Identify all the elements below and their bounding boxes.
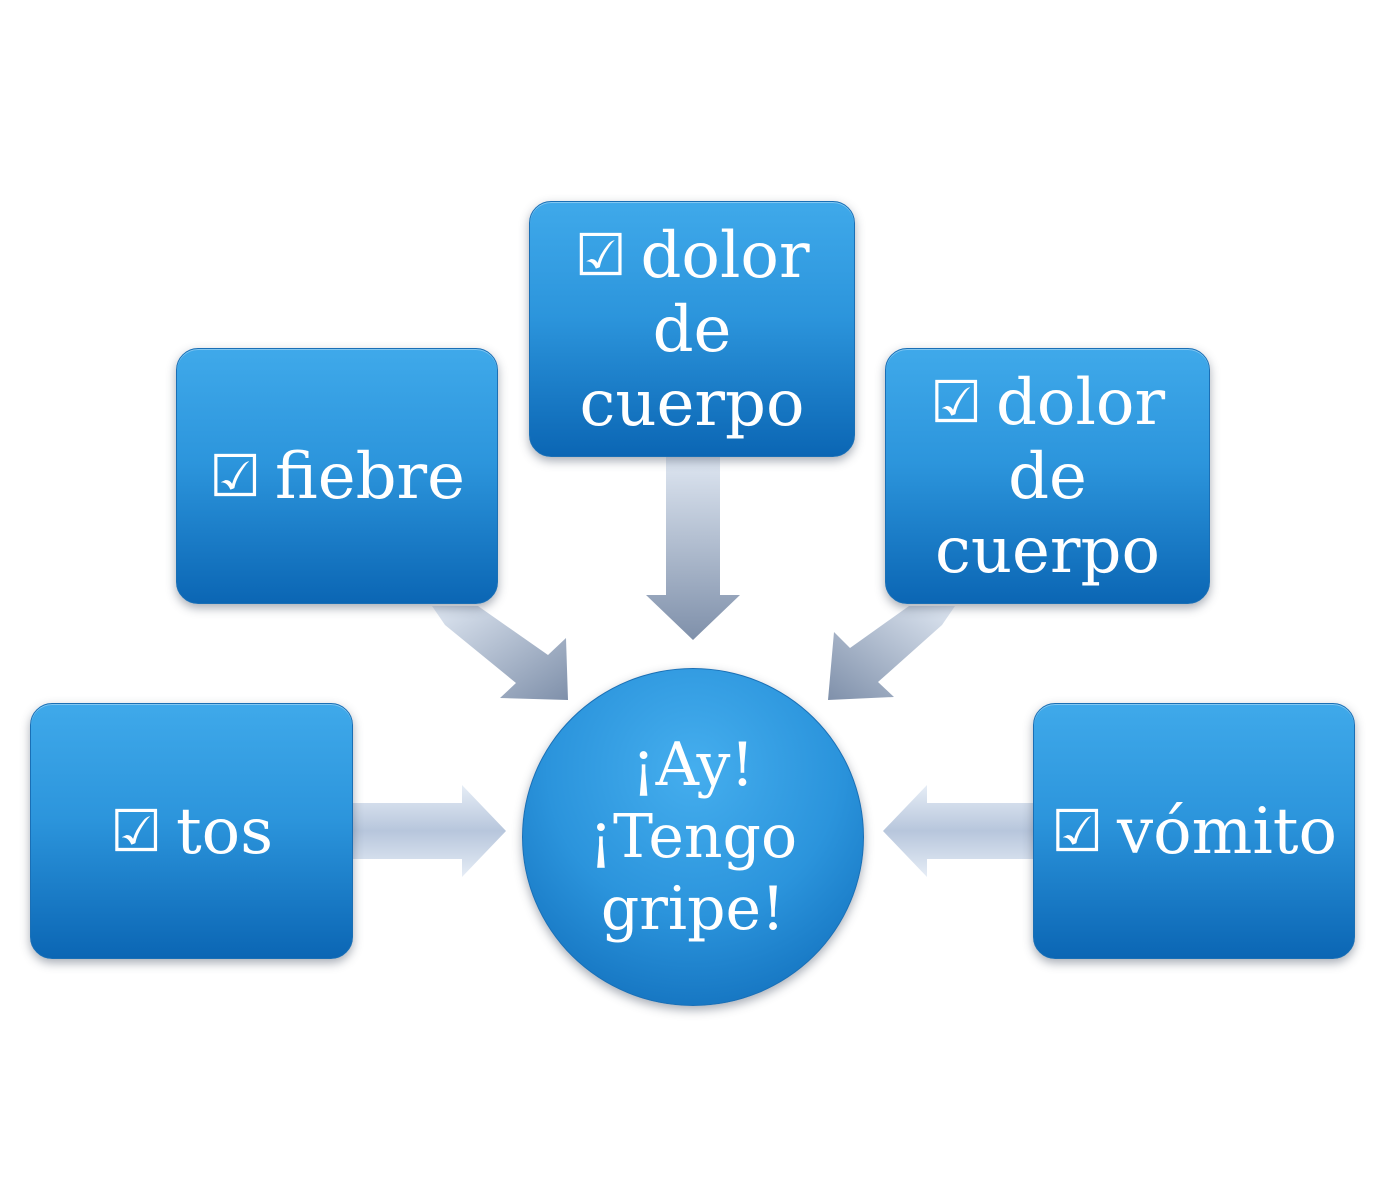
arrow-right-icon	[352, 785, 506, 877]
arrow-diagonal-right-icon	[828, 606, 955, 700]
symptom-label: dolor de cuerpo	[934, 365, 1166, 588]
center-circle: ¡Ay! ¡Tengo gripe!	[522, 668, 864, 1006]
symptom-label: tos	[175, 794, 274, 869]
arrow-left-icon	[883, 785, 1033, 877]
checkbox-checked-icon: ☑	[209, 441, 261, 510]
center-text: ¡Ay! ¡Tengo gripe!	[588, 730, 798, 944]
symptom-box-fiebre: ☑fiebre	[176, 348, 498, 604]
arrow-down-icon	[646, 455, 740, 640]
checkbox-checked-icon: ☑	[574, 220, 627, 289]
arrow-diagonal-left-icon	[432, 606, 568, 700]
symptom-label: vómito	[1116, 794, 1338, 869]
symptom-box-dolor-de-cuerpo-top: ☑dolor de cuerpo	[529, 201, 855, 457]
checkbox-checked-icon: ☑	[1050, 796, 1103, 865]
symptom-label: fiebre	[275, 439, 465, 514]
symptom-box-vomito: ☑vómito	[1033, 703, 1355, 959]
symptom-label: dolor de cuerpo	[579, 218, 810, 441]
symptom-box-tos: ☑tos	[30, 703, 353, 959]
checkbox-checked-icon: ☑	[109, 796, 162, 865]
symptom-box-dolor-de-cuerpo-right: ☑dolor de cuerpo	[885, 348, 1210, 604]
checkbox-checked-icon: ☑	[929, 367, 982, 436]
